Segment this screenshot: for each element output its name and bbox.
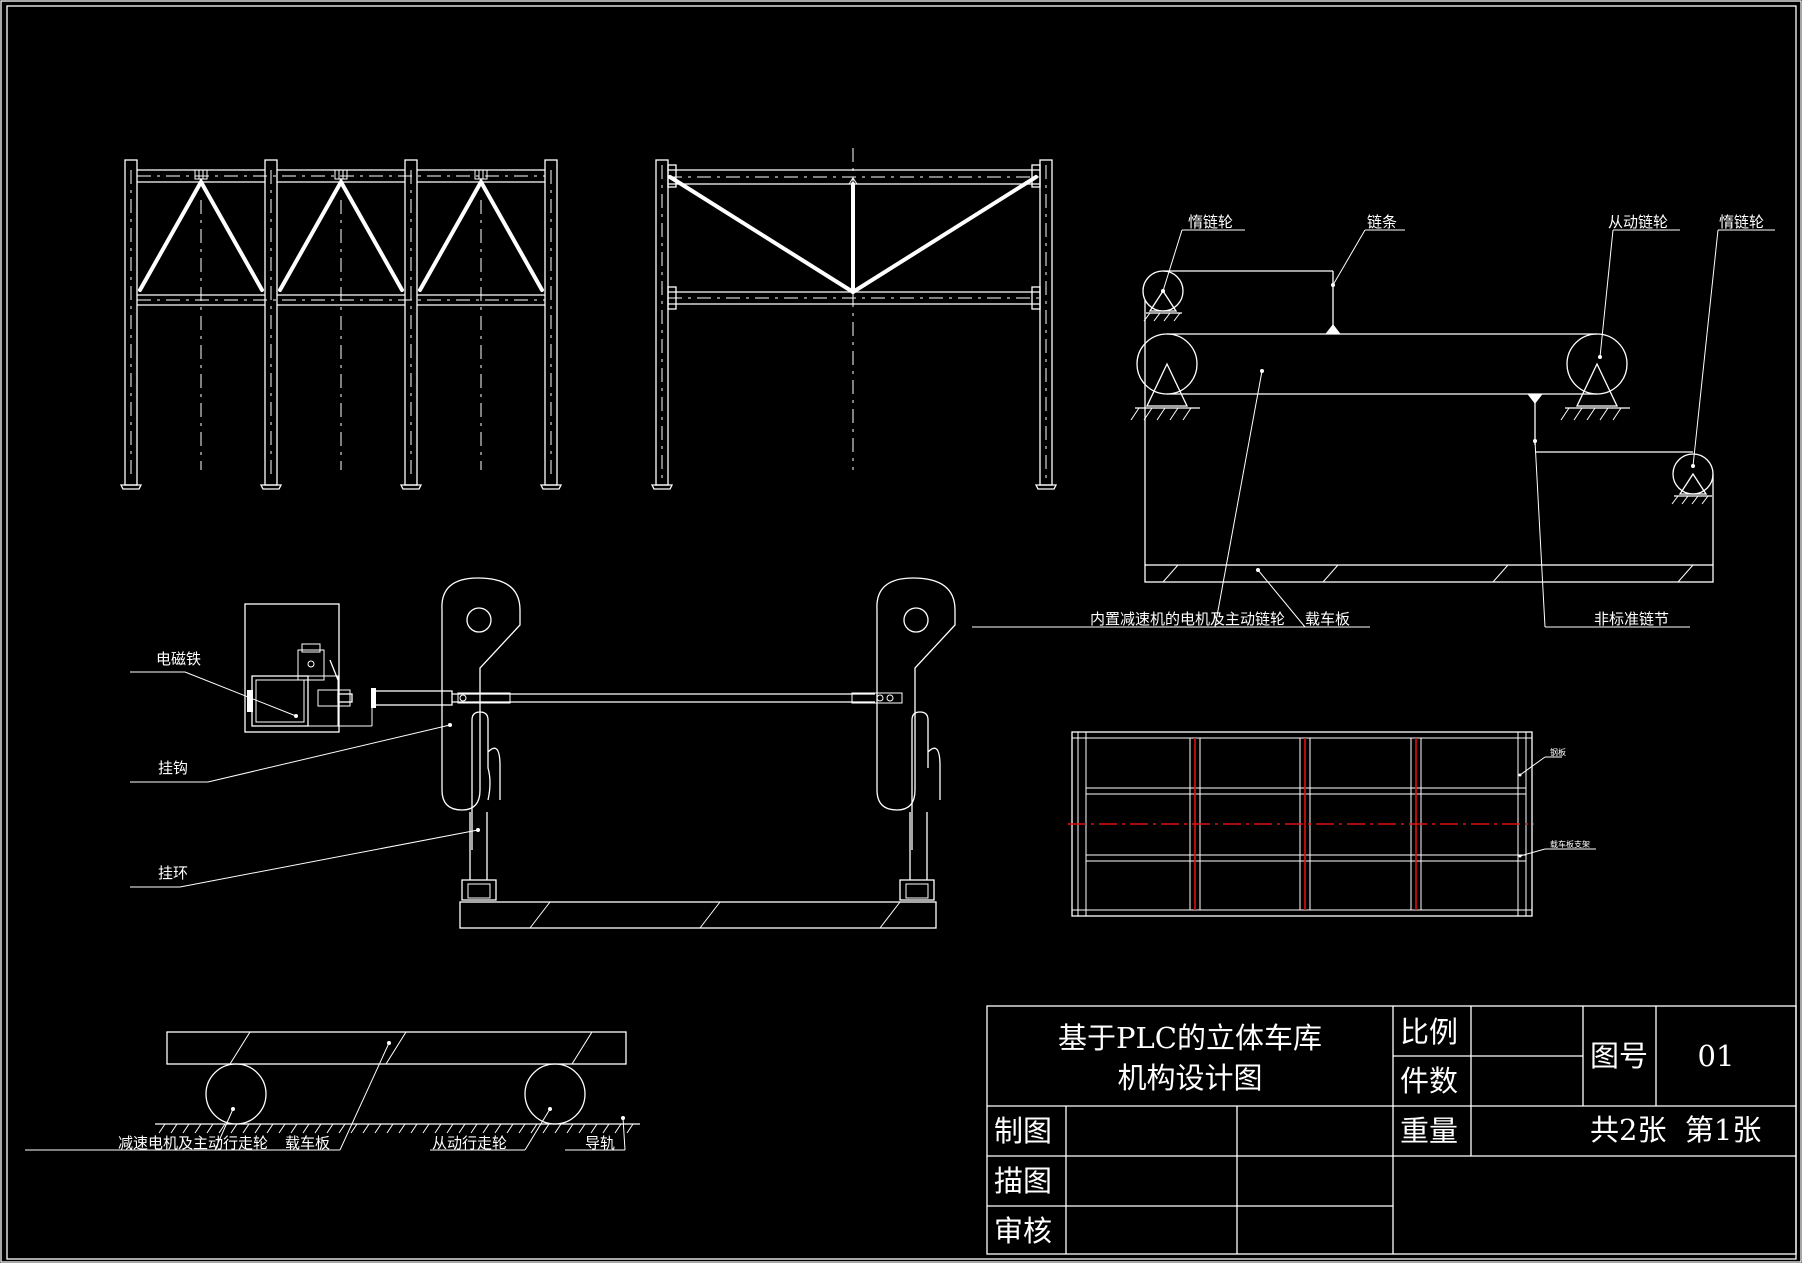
drawing-number-label: 图号	[1590, 1039, 1648, 1073]
label-car-board: 载车板	[1305, 610, 1350, 628]
label-ring: 挂环	[158, 864, 188, 882]
drawn-by-label: 制图	[994, 1114, 1052, 1148]
title-line-1: 基于PLC的立体车库	[1058, 1021, 1322, 1055]
car-board-plan-view: 钢板 载车板支架	[1068, 731, 1596, 917]
frame-front-view	[119, 159, 563, 490]
chain-drive-schematic: 惰链轮 链条 从动链轮 惰链轮 内置减速机的电机及主动链轮 载车板 非标准链节	[972, 213, 1775, 628]
frame-side-view	[650, 148, 1058, 490]
scale-label: 比例	[1400, 1015, 1458, 1049]
checked-by-label: 审核	[994, 1214, 1052, 1248]
label-rail: 导轨	[585, 1134, 615, 1152]
title-line-2: 机构设计图	[1117, 1061, 1262, 1095]
label-motor-drive-sprocket: 内置减速机的电机及主动链轮	[1090, 610, 1285, 628]
sheet-border-inner	[6, 5, 1797, 1260]
label-idler-sprocket-right: 惰链轮	[1719, 213, 1764, 231]
traced-by-label: 描图	[994, 1164, 1052, 1198]
cart-on-rail-view: 减速电机及主动行走轮 载车板 从动行走轮 导轨	[25, 1031, 640, 1152]
label-chain: 链条	[1367, 213, 1397, 231]
sheets-count: 共2张 第1张	[1590, 1113, 1761, 1147]
label-motor-drive-wheel: 减速电机及主动行走轮	[118, 1134, 268, 1152]
label-idler-sprocket-left: 惰链轮	[1188, 213, 1233, 231]
drawing-number-value: 01	[1698, 1039, 1735, 1073]
label-board-support: 载车板支架	[1550, 839, 1590, 849]
count-label: 件数	[1400, 1064, 1458, 1098]
hook-mechanism-view: 电磁铁 挂钩 挂环	[130, 577, 956, 929]
title-block: 基于PLC的立体车库 机构设计图 比例 件数 重量 图号 01 共2张 第1张 …	[986, 1005, 1797, 1255]
label-hook: 挂钩	[158, 759, 188, 777]
weight-label: 重量	[1400, 1114, 1458, 1148]
label-steel-plate: 钢板	[1550, 747, 1566, 757]
label-nonstandard-link: 非标准链节	[1594, 610, 1669, 628]
label-driven-wheel: 从动行走轮	[432, 1134, 507, 1152]
label-electromagnet: 电磁铁	[156, 650, 201, 668]
label-driven-sprocket: 从动链轮	[1608, 213, 1668, 231]
label-car-board-cart: 载车板	[285, 1134, 330, 1152]
